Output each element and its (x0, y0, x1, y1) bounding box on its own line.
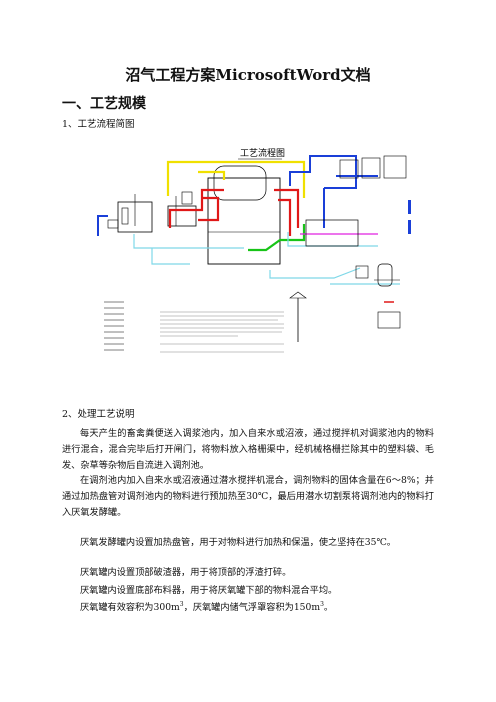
paragraph-6-sup2: 3 (320, 600, 324, 608)
paragraph-3: 厌氧发酵罐内设置加热盘管，用于对物料进行加热和保温，使之坚持在35℃。 (80, 537, 396, 548)
paragraph-2: 在调剂池内加入自来水或沼液通过潜水搅拌机混合，调剂物料的固体含量在6～8%；并通… (62, 475, 434, 519)
paragraph-6-part3: 。 (323, 602, 334, 613)
paragraph-1: 每天产生的畜禽粪便送入调浆池内，加入自来水或沼液，通过搅拌机对调浆池内的物料进行… (62, 428, 434, 472)
storage-tanks (305, 155, 407, 247)
section-heading-process-scale: 一、工艺规模 (62, 96, 146, 112)
flare-stack (289, 291, 307, 342)
document-title: 沼气工程方案MicrosoftWord文档 (125, 66, 371, 84)
paragraph-6-part2: ，厌氧罐内储气浮罩容积为150m (183, 602, 321, 613)
paragraph-4: 厌氧罐内设置顶部破渣器，用于将顶部的浮渣打碎。 (80, 567, 292, 578)
side-annotations (408, 200, 411, 234)
notes-block (160, 311, 284, 353)
diagram-title: 工艺流程图 (240, 147, 285, 159)
boiler-unit (377, 301, 401, 329)
return-pipes (133, 232, 400, 285)
gas-pipe (166, 160, 306, 198)
subsection-heading-flow-diagram: 1、工艺流程简图 (62, 119, 135, 130)
water-pipes (97, 155, 378, 236)
subsection-heading-process-description: 2、处理工艺说明 (62, 409, 135, 420)
process-flow-diagram: 工艺流程图 (97, 147, 411, 353)
legend (104, 301, 124, 351)
paragraph-6-part1: 厌氧罐有效容积为300m (80, 602, 180, 613)
gas-holder (355, 263, 400, 287)
mixing-tank (107, 194, 153, 233)
circulation-pipes (248, 224, 306, 252)
paragraph-6: 厌氧罐有效容积为300m3，厌氧罐内储气浮罩容积为150m3。 (62, 600, 434, 616)
paragraph-5: 厌氧罐内设置底部布料器，用于将厌氧罐下部的物料混合平均。 (80, 585, 338, 596)
heating-pipes (168, 188, 300, 236)
paragraph-6-sup1: 3 (179, 600, 184, 608)
